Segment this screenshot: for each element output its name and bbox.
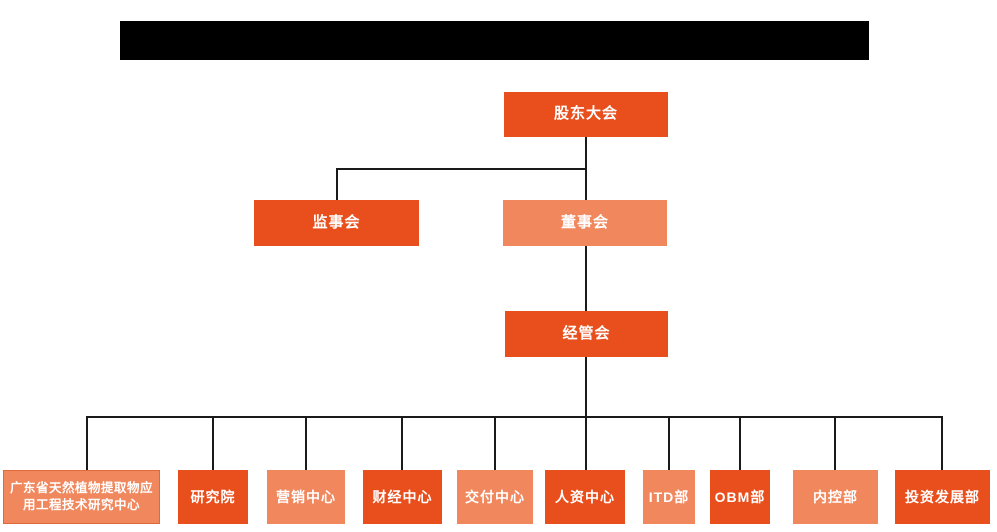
org-node-obm-department: OBM部 (710, 470, 770, 524)
connector-line (668, 416, 670, 470)
redacted-title-bar (120, 21, 869, 60)
connector-line (86, 416, 943, 418)
connector-line (494, 416, 496, 470)
org-node-shareholders-meeting: 股东大会 (504, 92, 668, 137)
org-node-internal-control-department: 内控部 (793, 470, 878, 524)
connector-line (941, 416, 943, 470)
connector-line (86, 416, 88, 470)
connector-line (585, 246, 587, 311)
org-node-research-institute: 研究院 (178, 470, 248, 524)
org-node-supervisory-board: 监事会 (254, 200, 419, 246)
connector-line (739, 416, 741, 470)
connector-line (401, 416, 403, 470)
connector-line (212, 416, 214, 470)
connector-line (585, 357, 587, 470)
connector-line (305, 416, 307, 470)
org-node-marketing-center: 营销中心 (267, 470, 345, 524)
connector-line (336, 168, 338, 200)
org-node-itd-department: ITD部 (643, 470, 695, 524)
org-node-board-of-directors: 董事会 (503, 200, 667, 246)
org-node-hr-center: 人资中心 (545, 470, 625, 524)
org-node-research-center: 广东省天然植物提取物应 用工程技术研究中心 (3, 470, 160, 524)
connector-line (834, 416, 836, 470)
org-node-delivery-center: 交付中心 (457, 470, 533, 524)
org-node-investment-development-department: 投资发展部 (895, 470, 990, 524)
org-node-management-committee: 经管会 (505, 311, 668, 357)
connector-line (336, 168, 587, 170)
org-node-finance-center: 财经中心 (363, 470, 442, 524)
